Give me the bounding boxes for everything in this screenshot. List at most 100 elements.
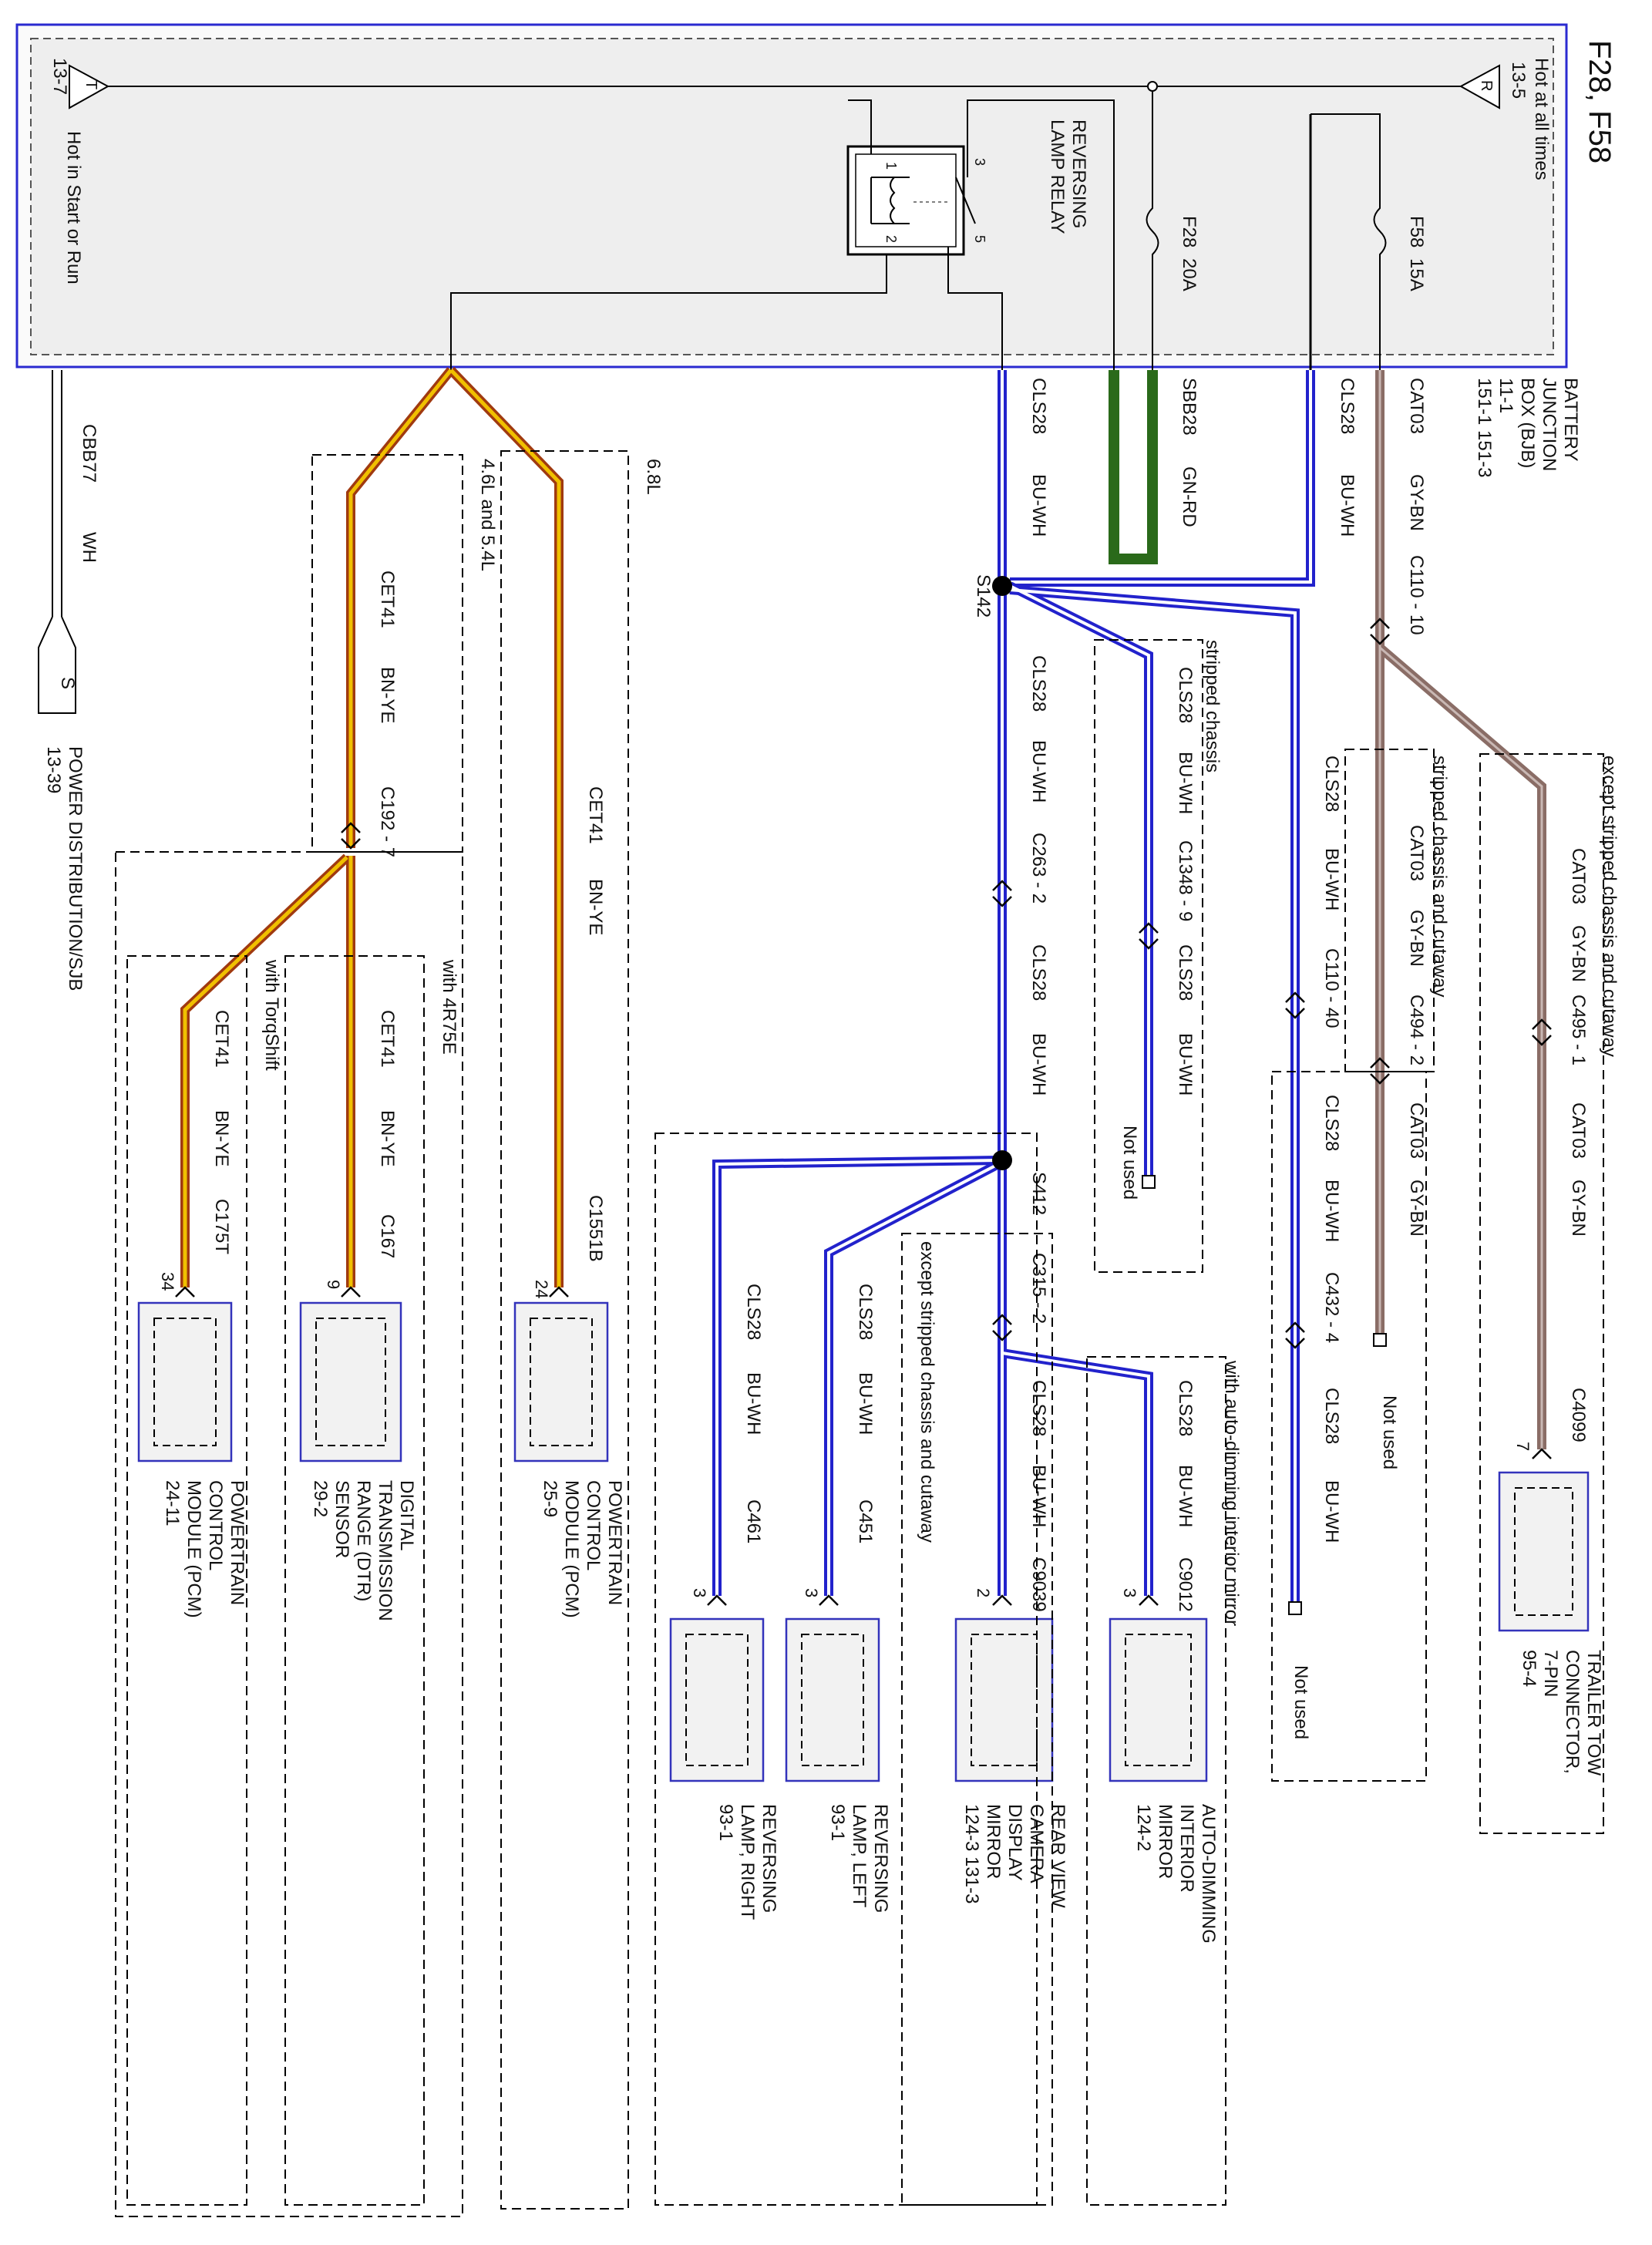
splice-s412 (992, 1150, 1012, 1170)
bus-r-label: R (1478, 80, 1495, 91)
svg-text:C494 - 2: C494 - 2 (1406, 995, 1427, 1065)
power-dist-label: POWER DISTRIBUTION/SJB 13-39 (43, 746, 86, 991)
option-4-6l: 4.6L and 5.4L (477, 459, 498, 571)
option-stripped-cutaway: stripped chassis and cutaway (1429, 756, 1450, 998)
svg-text:124-2: 124-2 (1133, 1804, 1154, 1851)
svg-text:GY-BN: GY-BN (1406, 910, 1427, 967)
svg-text:95-4: 95-4 (1519, 1650, 1539, 1687)
svg-text:CET41: CET41 (211, 1010, 232, 1068)
svg-text:REVERSING: REVERSING (1068, 119, 1089, 228)
svg-text:Hot in Start or Run: Hot in Start or Run (63, 131, 84, 284)
svg-text:25-9: 25-9 (540, 1480, 560, 1517)
diagram-title: F28, F58 (1583, 40, 1617, 163)
svg-text:CBB77: CBB77 (79, 424, 99, 483)
svg-text:GY-BN: GY-BN (1406, 474, 1427, 531)
bjb-inner-dashed (30, 38, 1554, 355)
svg-text:C9039: C9039 (1028, 1557, 1049, 1612)
svg-text:13-5: 13-5 (1508, 62, 1529, 99)
svg-text:CLS28: CLS28 (1028, 378, 1049, 434)
svg-text:11-1: 11-1 (1496, 378, 1516, 413)
svg-text:Not used: Not used (1290, 1665, 1311, 1739)
svg-text:GY-BN: GY-BN (1568, 1180, 1589, 1237)
svg-text:CLS28: CLS28 (855, 1284, 876, 1340)
svg-text:INTERIOR: INTERIOR (1176, 1804, 1197, 1893)
option-except-stripped2: except stripped chassis and cutaway (917, 1241, 937, 1543)
svg-text:CAT03: CAT03 (1568, 848, 1589, 904)
svg-text:LAMP RELAY: LAMP RELAY (1047, 119, 1068, 234)
svg-text:CET41: CET41 (377, 571, 398, 628)
svg-text:C461: C461 (743, 1499, 764, 1543)
svg-text:C110 - 10: C110 - 10 (1406, 555, 1427, 635)
svg-text:24: 24 (532, 1280, 551, 1298)
svg-text:Not used: Not used (1119, 1126, 1140, 1200)
svg-text:CAT03: CAT03 (1406, 825, 1427, 881)
svg-text:REAR VIEW: REAR VIEW (1048, 1804, 1068, 1908)
svg-text:POWERTRAIN: POWERTRAIN (604, 1480, 625, 1605)
svg-text:Hot at all times: Hot at all times (1531, 58, 1552, 180)
svg-text:C192 - 7: C192 - 7 (377, 786, 398, 857)
svg-text:C110 - 40: C110 - 40 (1321, 948, 1342, 1028)
svg-text:GY-BN: GY-BN (1568, 925, 1589, 982)
svg-text:7-PIN: 7-PIN (1540, 1650, 1561, 1697)
fuse-f58-label: F58 (1406, 216, 1427, 247)
svg-text:CAT03: CAT03 (1406, 1102, 1427, 1159)
svg-text:TRANSMISSION: TRANSMISSION (375, 1480, 395, 1621)
svg-text:BN-YE: BN-YE (377, 1110, 398, 1166)
svg-text:BOX (BJB): BOX (BJB) (1517, 378, 1538, 468)
svg-text:7: 7 (1513, 1442, 1533, 1451)
svg-text:Not used: Not used (1379, 1395, 1400, 1469)
svg-text:CLS28: CLS28 (1028, 655, 1049, 712)
svg-text:CAT03: CAT03 (1406, 378, 1427, 434)
svg-text:CLS28: CLS28 (1337, 378, 1358, 434)
svg-text:BN-YE: BN-YE (377, 667, 398, 723)
svg-text:2: 2 (974, 1588, 993, 1597)
svg-text:BU-WH: BU-WH (1175, 1465, 1196, 1527)
svg-text:GY-BN: GY-BN (1406, 1180, 1427, 1237)
svg-text:BU-WH: BU-WH (743, 1372, 764, 1435)
svg-text:AUTO-DIMMING: AUTO-DIMMING (1198, 1804, 1219, 1944)
svg-text:13-39: 13-39 (43, 746, 64, 793)
svg-text:CLS28: CLS28 (1321, 1388, 1342, 1444)
svg-text:CAT03: CAT03 (1568, 1102, 1589, 1159)
svg-text:CLS28: CLS28 (1321, 756, 1342, 812)
svg-text:C9012: C9012 (1175, 1557, 1196, 1612)
svg-text:CLS28: CLS28 (1175, 667, 1196, 723)
svg-text:BN-YE: BN-YE (211, 1110, 232, 1166)
option-auto-dim: with auto-dimming interior mirror (1221, 1360, 1242, 1626)
svg-text:2: 2 (883, 235, 899, 243)
svg-text:BU-WH: BU-WH (1028, 474, 1049, 537)
svg-text:S142: S142 (973, 574, 994, 618)
bus-t-label: T (82, 80, 99, 89)
svg-text:BU-WH: BU-WH (1337, 474, 1358, 537)
svg-text:MIRROR: MIRROR (1155, 1804, 1176, 1879)
svg-text:SBB28: SBB28 (1179, 378, 1199, 436)
svg-text:15A: 15A (1406, 258, 1427, 291)
svg-text:MIRROR: MIRROR (983, 1804, 1004, 1879)
svg-text:9: 9 (324, 1280, 343, 1289)
svg-text:BATTERY: BATTERY (1560, 378, 1581, 461)
svg-text:CLS28: CLS28 (1175, 1380, 1196, 1436)
option-stripped: stripped chassis (1202, 640, 1223, 772)
svg-text:RANGE (DTR): RANGE (DTR) (353, 1480, 374, 1601)
component-autodim-label: AUTO-DIMMING INTERIOR MIRROR 124-2 (1133, 1804, 1219, 1944)
svg-text:24-11: 24-11 (162, 1480, 183, 1526)
svg-text:3: 3 (802, 1588, 821, 1597)
relay-coil (871, 177, 910, 224)
option-6-8l: 6.8L (643, 459, 664, 495)
relay-box (846, 145, 965, 256)
pin-arrows (175, 1286, 1552, 1606)
svg-text:REVERSING: REVERSING (870, 1804, 891, 1913)
svg-text:S412: S412 (1028, 1172, 1049, 1215)
svg-text:BU-WH: BU-WH (855, 1372, 876, 1435)
svg-text:29-2: 29-2 (310, 1480, 331, 1517)
wire-sbb28 (1109, 370, 1158, 564)
relay-wire-1 (848, 99, 872, 154)
fuse-f28-symbol (1146, 86, 1159, 370)
svg-text:LAMP, LEFT: LAMP, LEFT (849, 1804, 870, 1908)
svg-text:CONNECTOR,: CONNECTOR, (1562, 1650, 1583, 1774)
svg-text:JUNCTION: JUNCTION (1539, 378, 1559, 471)
svg-text:CLS28: CLS28 (1028, 1380, 1049, 1436)
svg-text:C315 - 2: C315 - 2 (1028, 1253, 1049, 1324)
svg-text:POWER DISTRIBUTION/SJB: POWER DISTRIBUTION/SJB (65, 746, 86, 991)
bjb-name: BATTERY JUNCTION BOX (BJB) 11-1 151-1 15… (1474, 378, 1581, 477)
